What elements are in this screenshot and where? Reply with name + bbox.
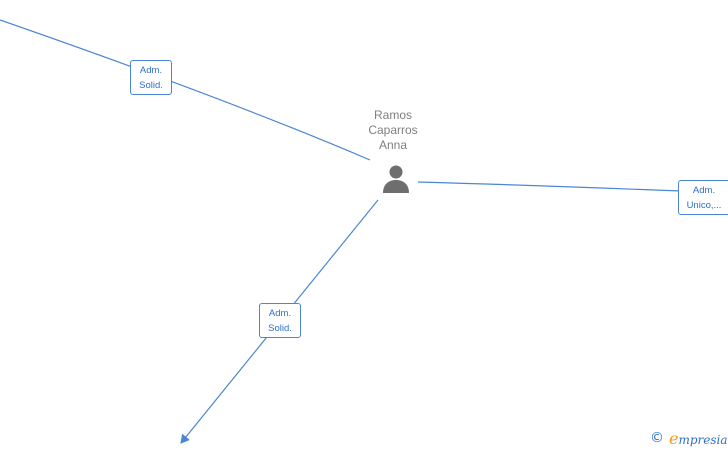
edge-label-2[interactable]: Adm. Unico,... xyxy=(678,180,728,215)
edge-label-2-line-1: Adm. xyxy=(692,185,716,196)
edge-label-1-line-2: Solid. xyxy=(139,80,163,91)
watermark: © empresia xyxy=(650,428,728,448)
edge-line-1 xyxy=(0,19,371,161)
person-name-line-1: Ramos xyxy=(373,108,412,122)
edge-label-3-line-1: Adm. xyxy=(268,308,292,319)
edge-label-1-line-1: Adm. xyxy=(139,65,163,76)
edge-label-3[interactable]: Adm. Solid. xyxy=(259,303,301,338)
edge-label-3-line-2: Solid. xyxy=(268,323,292,334)
person-icon[interactable] xyxy=(380,164,412,194)
brand-logo-text: mpresia xyxy=(678,432,728,447)
brand-logo[interactable]: empresia xyxy=(669,429,728,448)
edge-label-1[interactable]: Adm. Solid. xyxy=(130,60,172,95)
copyright-icon: © xyxy=(650,430,664,446)
brand-logo-initial: e xyxy=(669,428,679,448)
person-name[interactable]: Ramos Caparros Anna xyxy=(343,108,443,153)
edge-label-2-line-2: Unico,... xyxy=(686,200,722,211)
person-name-line-3: Anna xyxy=(378,138,408,152)
person-name-line-2: Caparros xyxy=(368,123,418,137)
